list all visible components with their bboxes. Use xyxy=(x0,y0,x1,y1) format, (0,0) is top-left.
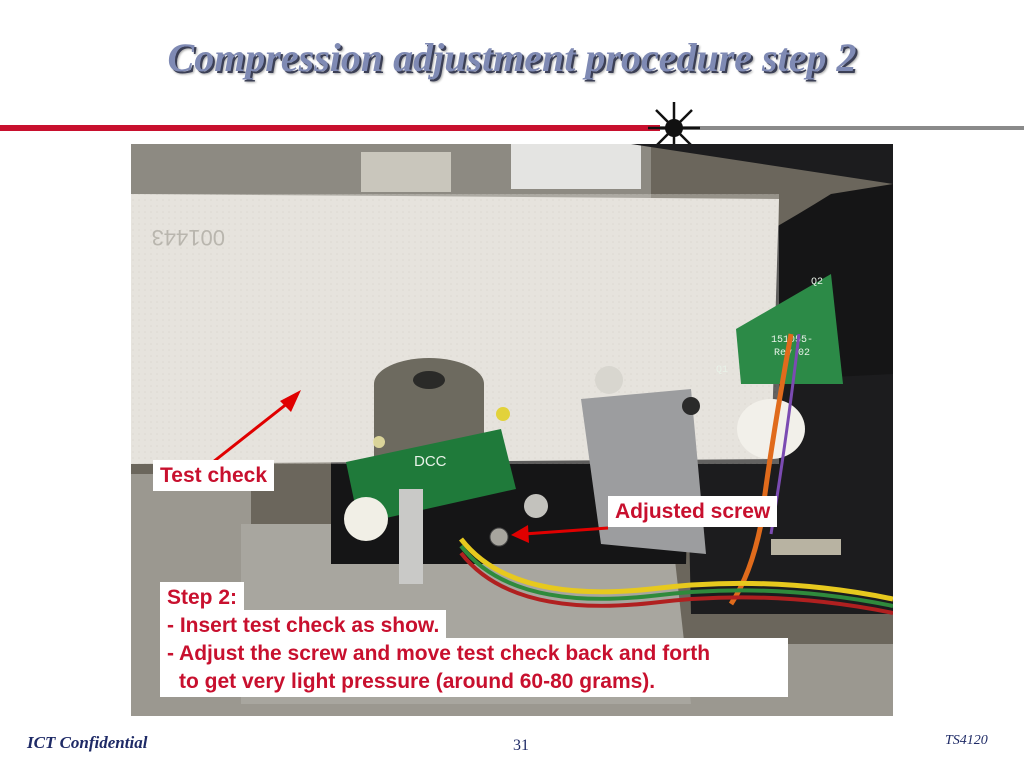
title-divider-red xyxy=(0,125,660,131)
test-check-callout: Test check xyxy=(153,460,274,491)
check-number-text: 001443 xyxy=(152,225,225,250)
footer-confidential: ICT Confidential xyxy=(27,733,148,752)
pcb-rev-text: Rev 02 xyxy=(774,348,810,359)
slide-title: Compression adjustment procedure step 2 xyxy=(167,35,857,80)
instruction-line-3: to get very light pressure (around 60-80… xyxy=(160,666,788,697)
instruction-line-2: - Adjust the screw and move test check b… xyxy=(160,638,788,669)
pcb-q2-text: Q2 xyxy=(811,277,823,288)
pcb-q1-text: Q1 xyxy=(716,365,728,376)
scanner-photo: 001443 DCC 151055- Rev 02 Q2 Q1 xyxy=(131,144,893,716)
dcc-board-text: DCC xyxy=(414,453,447,470)
title-divider-gray xyxy=(660,126,1024,130)
footer-model: TS4120 xyxy=(945,733,988,748)
page-number: 31 xyxy=(513,737,529,754)
instruction-line-1: - Insert test check as show. xyxy=(160,610,447,641)
adjusted-screw-callout: Adjusted screw xyxy=(608,496,778,527)
step-heading: Step 2: xyxy=(160,582,245,613)
star-burst-icon xyxy=(648,102,700,154)
